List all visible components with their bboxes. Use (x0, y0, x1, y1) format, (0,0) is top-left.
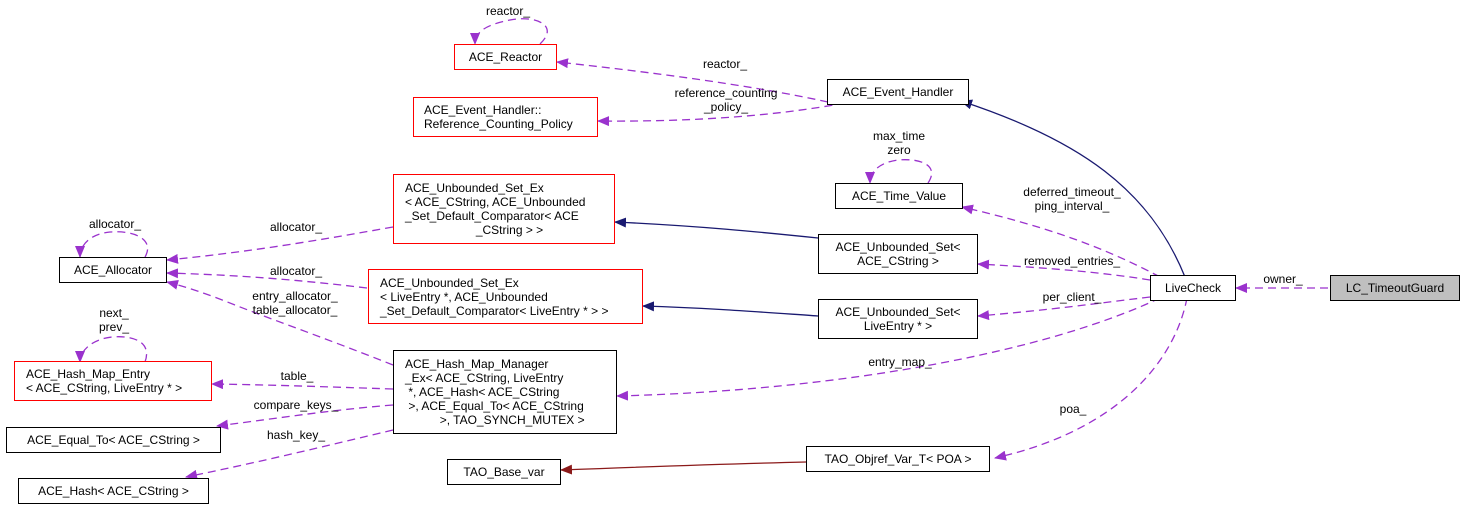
node-line: _Set_Default_Comparator< LiveEntry * > > (380, 303, 609, 318)
edge-table (211, 379, 394, 390)
node-line: ACE_Unbounded_Set_Ex (380, 275, 519, 290)
label-next-prev: next_ prev_ (98, 306, 130, 334)
node-ace-reactor[interactable]: ACE_Reactor (454, 44, 557, 70)
node-hash-map-entry[interactable]: ACE_Hash_Map_Entry < ACE_CString, LiveEn… (14, 361, 212, 401)
node-line: ACE_Unbounded_Set_Ex (405, 181, 544, 195)
edge-poa (994, 297, 1188, 461)
node-line: ACE_Reactor (468, 50, 543, 64)
label-time-self: max_time zero (872, 129, 926, 157)
edge-allocator2 (166, 268, 368, 289)
node-line: < ACE_CString, LiveEntry * > (26, 381, 183, 395)
label-entry-map: entry_map_ (868, 355, 932, 369)
label-owner: owner_ (1263, 272, 1303, 286)
node-unbounded-set-liveentry[interactable]: ACE_Unbounded_Set< LiveEntry * > (818, 299, 978, 339)
label-compare-keys: compare_keys_ (253, 398, 339, 412)
node-ace-time-value[interactable]: ACE_Time_Value (835, 183, 963, 209)
node-line: ACE_Equal_To< ACE_CString > (27, 433, 200, 447)
node-unbounded-set-ex-liveentry[interactable]: ACE_Unbounded_Set_Ex < LiveEntry *, ACE_… (368, 269, 643, 324)
node-hash[interactable]: ACE_Hash< ACE_CString > (18, 478, 209, 504)
node-line: ACE_Hash_Map_Entry (26, 367, 151, 381)
edge-ref-policy (597, 102, 846, 127)
node-lc-timeoutguard[interactable]: LC_TimeoutGuard (1330, 275, 1460, 301)
node-line: LC_TimeoutGuard (1345, 281, 1445, 295)
node-ace-allocator[interactable]: ACE_Allocator (59, 257, 167, 283)
node-line: >, ACE_Equal_To< ACE_CString (405, 399, 584, 413)
edge-inherit-uset-liveentry (642, 301, 819, 317)
node-line: ACE_Time_Value (851, 189, 947, 203)
label-entry-table-alloc: entry_allocator_ table_allocator_ (252, 289, 338, 317)
edge-reactor (556, 58, 829, 103)
node-line: Reference_Counting_Policy (424, 117, 573, 131)
node-unbounded-set-ex-cstring[interactable]: ACE_Unbounded_Set_Ex < ACE_CString, ACE_… (393, 174, 615, 244)
edge-removed (977, 259, 1151, 281)
edge-time-self (865, 159, 933, 184)
node-unbounded-set-cstring[interactable]: ACE_Unbounded_Set< ACE_CString > (818, 234, 978, 274)
edge-allocator1 (166, 226, 394, 264)
edge-entry-table-alloc (166, 279, 394, 366)
edge-next-prev (75, 336, 148, 363)
edge-hash-key (185, 429, 394, 480)
node-line: _CString > > (475, 223, 544, 237)
node-livecheck[interactable]: LiveCheck (1150, 275, 1236, 301)
node-line: < ACE_CString, ACE_Unbounded (405, 195, 586, 209)
label-removed: removed_entries_ (1023, 254, 1121, 268)
label-deferred: deferred_timeout_ ping_interval_ (1023, 185, 1121, 213)
node-line: ACE_Hash< ACE_CString > (38, 484, 189, 498)
edge-reactor-self (470, 18, 548, 45)
node-line: _Set_Default_Comparator< ACE (405, 209, 579, 223)
node-equal-to[interactable]: ACE_Equal_To< ACE_CString > (6, 427, 221, 453)
edge-per-client (977, 296, 1151, 321)
node-line: ACE_CString > (857, 254, 939, 268)
edge-deferred (961, 204, 1161, 278)
node-line: LiveCheck (1164, 281, 1222, 295)
label-allocator2: allocator_ (269, 264, 323, 278)
node-line: < LiveEntry *, ACE_Unbounded (380, 289, 548, 304)
node-ace-event-handler[interactable]: ACE_Event_Handler (827, 79, 969, 105)
edge-inherit-event-handler (960, 99, 1186, 278)
edge-entry-map (616, 297, 1161, 401)
node-line: ACE_Event_Handler:: (424, 103, 542, 117)
node-reference-counting-policy[interactable]: ACE_Event_Handler:: Reference_Counting_P… (413, 97, 598, 137)
node-hash-map-manager[interactable]: ACE_Hash_Map_Manager _Ex< ACE_CString, L… (393, 350, 617, 434)
node-line: LiveEntry * > (863, 319, 933, 333)
node-line: TAO_Objref_Var_T< POA > (824, 452, 972, 466)
label-allocator1: allocator_ (269, 220, 323, 234)
edge-inherit-base-var (560, 461, 807, 475)
node-tao-base-var[interactable]: TAO_Base_var (447, 459, 561, 485)
label-table: table_ (280, 369, 314, 383)
node-line: ACE_Allocator (73, 263, 153, 277)
label-per-client: per_client_ (1042, 290, 1102, 304)
node-line: ACE_Unbounded_Set< (835, 240, 961, 254)
edge-inherit-uset-cstring (614, 217, 819, 239)
node-line: ACE_Event_Handler (842, 85, 954, 99)
node-line: >, TAO_SYNCH_MUTEX > (436, 413, 585, 427)
node-line: _Ex< ACE_CString, LiveEntry (405, 371, 564, 385)
label-reactor: reactor_ (702, 57, 748, 71)
node-line: ACE_Unbounded_Set< (835, 305, 961, 319)
label-hash-key: hash_key_ (266, 428, 326, 442)
label-ref-policy: reference_counting _policy_ (674, 86, 778, 114)
edge-allocator-self (75, 231, 149, 258)
node-line: TAO_Base_var (463, 465, 545, 479)
node-line: *, ACE_Hash< ACE_CString (405, 385, 560, 399)
label-reactor-self: reactor_ (485, 4, 531, 18)
label-allocator-self: allocator_ (88, 217, 142, 231)
label-poa: poa_ (1059, 402, 1087, 416)
node-line: ACE_Hash_Map_Manager (405, 357, 549, 371)
node-tao-objref-var[interactable]: TAO_Objref_Var_T< POA > (806, 446, 990, 472)
